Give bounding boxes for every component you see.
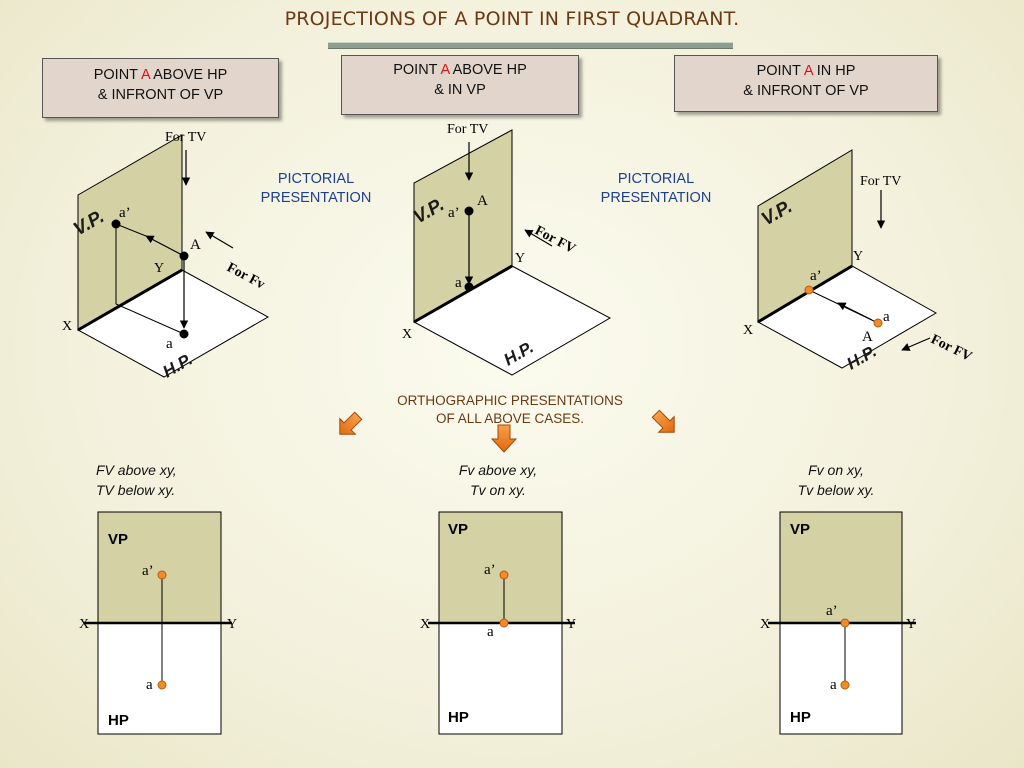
arrow-down-icon (490, 424, 518, 453)
point-a-prime-1 (111, 219, 121, 229)
arrow-down-left-icon (339, 411, 363, 435)
case-1-line2: & INFRONT OF VP (97, 87, 224, 103)
x-label-1: X (62, 319, 72, 334)
for-fv-label-3: For FV (928, 332, 974, 365)
hp-region-1 (97, 622, 222, 735)
y-ortho-label-2: Y (566, 617, 576, 632)
case-box-3: POINT A IN HP & INFRONT OF VP (674, 55, 938, 112)
x-label-2: X (402, 327, 412, 342)
x-ortho-label-1: X (79, 617, 89, 632)
point-a-ortho-2 (499, 618, 509, 628)
vp-region-3 (779, 511, 903, 624)
for-tv-label-1: For TV (165, 130, 206, 145)
a-prime-ortho-label-3: a’ (826, 603, 838, 619)
A-label-3: A (862, 329, 873, 345)
x-label-3: X (743, 323, 753, 338)
vp-region-2 (438, 511, 563, 624)
case-1-line1: POINT A ABOVE HP (93, 67, 228, 83)
a-label-1: a (166, 336, 173, 352)
x-ortho-label-3: X (760, 617, 770, 632)
point-A-3 (873, 318, 883, 328)
ortho-arrows (339, 409, 675, 453)
a-prime-label-1: a’ (119, 205, 131, 221)
a-label-2: a (455, 275, 462, 291)
a-prime-ortho-label-2: a’ (484, 562, 496, 578)
y-label-3: Y (853, 249, 863, 264)
case-3-line1: POINT A IN HP (756, 63, 856, 79)
A-label-1: A (190, 237, 201, 253)
a-prime-label-3: a’ (810, 268, 822, 284)
point-a-prime-2 (464, 206, 474, 216)
a-ortho-label-1: a (146, 677, 153, 693)
point-A-1 (179, 251, 189, 261)
x-ortho-label-2: X (420, 617, 430, 632)
y-label-2: Y (515, 251, 525, 266)
a-prime-ortho-label-1: a’ (142, 563, 154, 579)
a-label-3: a (883, 309, 890, 325)
A-label-2: A (477, 193, 488, 209)
point-a-prime-3 (804, 285, 814, 295)
for-fv-label-1: For Fv (224, 260, 267, 292)
hp-label-2: HP (448, 709, 469, 726)
hp-region-3 (779, 622, 903, 735)
hp-label-3: HP (790, 709, 811, 726)
a-prime-label-2: a’ (448, 205, 460, 221)
for-tv-label-2: For TV (447, 122, 488, 137)
case-3-line2: & INFRONT OF VP (743, 83, 869, 99)
orthographic-case-2: VP HP a’ a X Y (420, 511, 576, 735)
y-ortho-label-1: Y (227, 617, 237, 632)
point-a-1 (179, 329, 189, 339)
pictorial-case-2: For TV For FV V.P. H.P. a’ A a Y X (402, 122, 612, 376)
case-box-2: POINT A ABOVE HP & IN VP (341, 55, 579, 115)
hp-region-2 (438, 622, 563, 735)
a-ortho-label-2: a (487, 624, 494, 640)
point-a-2 (464, 282, 474, 292)
caption-2: Fv above xy,Tv on xy. (458, 462, 538, 498)
point-a-ortho-3 (840, 680, 850, 690)
pictorial-case-1: For TV For Fv V.P. H.P. a’ A a Y X (62, 130, 270, 381)
point-a-prime-ortho-3 (840, 618, 850, 628)
caption-3: Fv on xy,Tv below xy. (797, 462, 875, 498)
title-underline (328, 42, 733, 49)
case-box-1: POINT A ABOVE HP & INFRONT OF VP (42, 58, 279, 118)
y-label-1: Y (154, 261, 164, 276)
vp-label-3: VP (790, 521, 810, 538)
caption-1: FV above xy,TV below xy. (96, 462, 177, 498)
point-a-prime-ortho-1 (157, 570, 167, 580)
a-ortho-label-3: a (830, 677, 837, 693)
vp-label-2: VP (448, 521, 468, 538)
for-fv-label-2: For FV (532, 223, 578, 257)
case-2-line1: POINT A ABOVE HP (393, 62, 527, 78)
vp-region-1 (97, 511, 222, 624)
vp-label-1: VP (108, 531, 128, 548)
orthographic-case-3: VP HP a’ a X Y (760, 511, 916, 735)
point-a-prime-ortho-2 (499, 570, 509, 580)
pictorial-case-3: For TV For FV V.P. H.P. a’ a A Y X (743, 149, 974, 373)
for-tv-label-3: For TV (860, 174, 901, 189)
point-a-ortho-1 (157, 680, 167, 690)
hp-label-1: HP (108, 712, 129, 729)
y-ortho-label-3: Y (906, 617, 916, 632)
case-2-line2: & IN VP (434, 82, 486, 98)
page-title: PROJECTIONS OF A POINT IN FIRST QUADRANT… (284, 8, 740, 30)
arrow-down-right-icon (651, 409, 675, 433)
orthographic-case-1: VP HP a’ a X Y (79, 511, 237, 735)
